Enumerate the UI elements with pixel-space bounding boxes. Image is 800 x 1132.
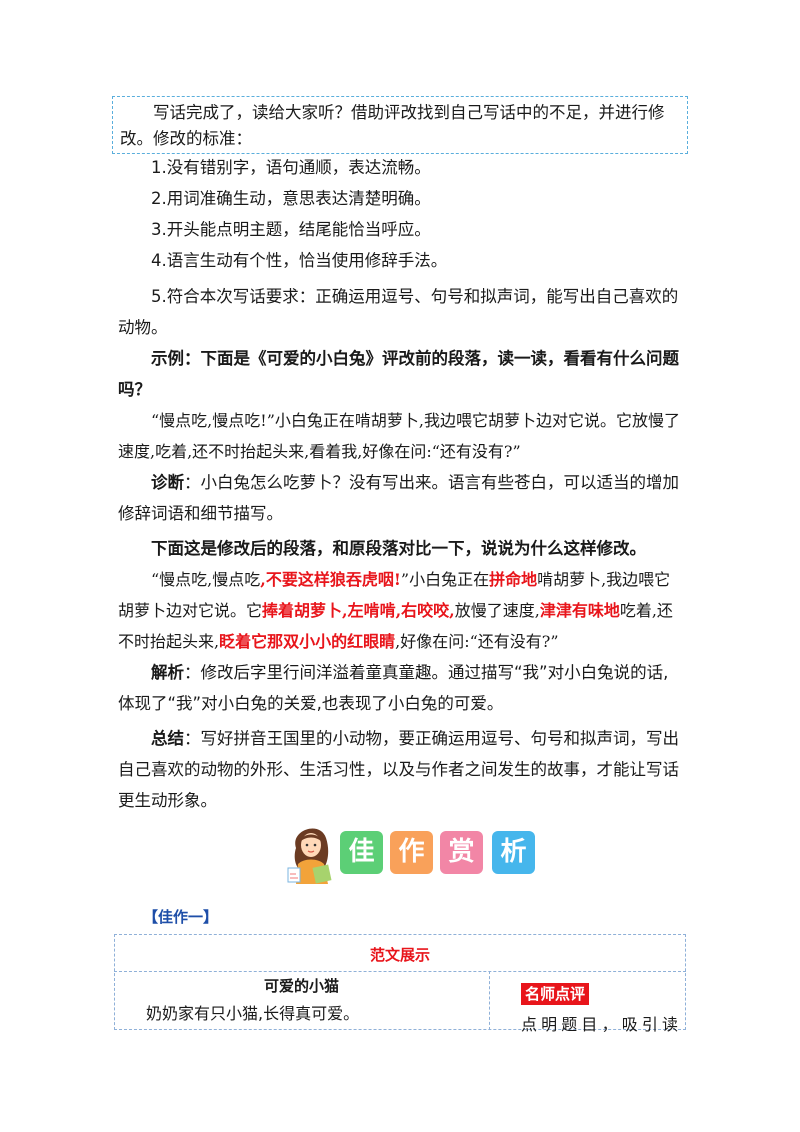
example-heading: 示例：下面是《可爱的小白兔》评改前的段落，读一读，看看有什么问题吗？	[118, 349, 679, 399]
diagnosis-text: 小白兔怎么吃萝卜？没有写出来。语言有些苍白，可以适当的增加修辞词语和细节描写。	[118, 473, 679, 523]
diagnosis-sep: ：	[184, 473, 201, 492]
analysis-label: 解析	[151, 663, 184, 682]
original-paragraph: “慢点吃,慢点吃!”小白兔正在啃胡萝卜,我边喂它胡萝卜边对它说。它放慢了速度,吃…	[118, 411, 680, 461]
revised-seg-4: 放慢了速度,	[454, 601, 540, 620]
summary-text: 写好拼音王国里的小动物，要正确运用逗号、句号和拟声词，写出自己喜欢的动物的外形、…	[118, 729, 679, 810]
standard-2: 2.用词准确生动，意思表达清楚明确。	[151, 189, 431, 208]
section-label: 【佳作一】	[143, 908, 219, 926]
banner-char-1: 佳	[340, 831, 383, 874]
revised-seg-6: ,好像在问:“还有没有?”	[395, 632, 559, 651]
comment-text: 点明题目，吸引读	[521, 1015, 681, 1034]
table-header: 范文展示	[369, 946, 430, 964]
diagnosis-label: 诊断	[151, 473, 184, 492]
revised-highlight-5: 眨着它那双小小的红眼睛	[219, 632, 396, 651]
revised-seg-1: “慢点吃,慢点吃	[151, 570, 261, 589]
showcase-banner: 佳 作 赏 析	[286, 822, 546, 884]
analysis-sep: ：	[184, 663, 201, 682]
banner-char-2: 作	[390, 831, 433, 874]
analysis-text: 修改后字里行间洋溢着童真童趣。通过描写“我”对小白兔说的话,体现了“我”对小白兔…	[118, 663, 669, 713]
summary-paragraph: 总结：写好拼音王国里的小动物，要正确运用逗号、句号和拟声词，写出自己喜欢的动物的…	[118, 723, 684, 816]
revised-seg-2: ”小白兔正在	[400, 570, 490, 589]
intro-text: 写话完成了，读给大家听？借助评改找到自己写话中的不足，并进行修改。修改的标准：	[120, 103, 665, 148]
revised-heading: 下面这是修改后的段落，和原段落对比一下，说说为什么这样修改。	[151, 539, 646, 558]
table-row-divider	[114, 971, 686, 972]
standard-3: 3.开头能点明主题，结尾能恰当呼应。	[151, 220, 431, 239]
revised-highlight-4: 津津有味地	[539, 601, 620, 620]
revised-highlight-3: 捧着胡萝卜,左啃啃,右咬咬,	[262, 601, 455, 620]
banner-char-4: 析	[492, 831, 535, 874]
table-column-divider	[489, 971, 490, 1030]
essay-table	[114, 934, 686, 1030]
revised-highlight-2: 拼命地	[489, 570, 538, 589]
revised-seg-3: 啃胡萝卜,我边喂它胡萝卜边对它说。它	[118, 570, 671, 620]
revised-seg-5: 吃着,还不时抬起头来,	[118, 601, 673, 651]
summary-label: 总结	[151, 729, 184, 748]
diagnosis-paragraph: 诊断：小白兔怎么吃萝卜？没有写出来。语言有些苍白，可以适当的增加修辞词语和细节描…	[118, 467, 684, 529]
summary-sep: ：	[184, 729, 201, 748]
comment-tag: 名师点评	[521, 983, 590, 1005]
revised-paragraph: “慢点吃,慢点吃,不要这样狼吞虎咽!”小白兔正在拼命地啃胡萝卜,我边喂它胡萝卜边…	[118, 564, 684, 657]
standard-4: 4.语言生动有个性，恰当使用修辞手法。	[151, 251, 448, 270]
standard-5: 5.符合本次写话要求：正确运用逗号、句号和拟声词，能写出自己喜欢的动物。	[118, 287, 679, 337]
standard-1: 1.没有错别字，语句通顺，表达流畅。	[151, 158, 431, 177]
analysis-paragraph: 解析：修改后字里行间洋溢着童真童趣。通过描写“我”对小白兔说的话,体现了“我”对…	[118, 657, 684, 719]
essay-title: 可爱的小猫	[263, 977, 339, 995]
essay-first-line: 奶奶家有只小猫,长得真可爱。	[146, 1004, 360, 1023]
teacher-illustration-icon	[287, 828, 332, 884]
intro-box	[112, 96, 688, 154]
banner-char-3: 赏	[440, 831, 483, 874]
revised-highlight-1: ,不要这样狼吞虎咽!	[260, 570, 401, 589]
